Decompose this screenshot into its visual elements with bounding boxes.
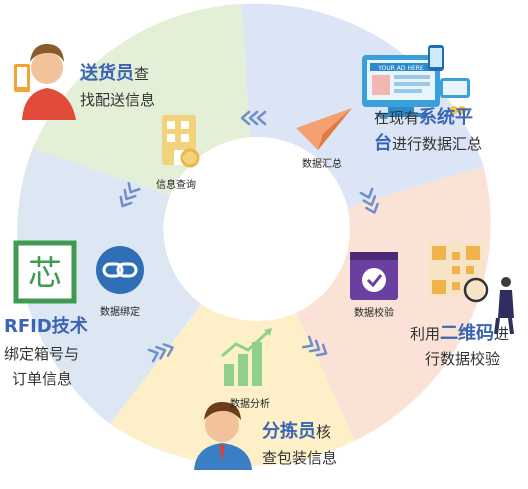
chip-icon: 芯 [13, 240, 77, 304]
link-icon [96, 246, 144, 294]
step-data-summary: 数据汇总 [302, 159, 342, 170]
qr-caption-line2: 行数据校验 [425, 350, 501, 368]
sorter-avatar [194, 402, 252, 470]
arrow-system-to-delivery [240, 110, 267, 126]
sorter-caption-line1: 分拣员核 [262, 421, 331, 443]
step-info-query: 信息查询 [156, 180, 196, 191]
segment-system [241, 3, 484, 209]
qr-line1-a: 利用 [410, 325, 441, 343]
computer-icon: YOUR AD HERE [362, 45, 470, 117]
step-data-bind: 数据绑定 [100, 307, 140, 318]
rfid-caption-line3: 订单信息 [12, 370, 73, 388]
qr-caption-line1: 利用二维码进 [410, 323, 509, 345]
deliveryman-avatar [14, 44, 76, 120]
paper-plane-icon [296, 108, 352, 150]
delivery-highlight: 送货员 [80, 63, 134, 84]
rfid-caption-line2: 绑定箱号与 [4, 345, 80, 363]
system-caption-line2: 台进行数据汇总 [374, 133, 482, 155]
segment-qr [294, 166, 491, 441]
sorter-rest1: 核 [316, 423, 332, 441]
svg-text:芯: 芯 [28, 254, 62, 294]
qr-code-icon [428, 242, 514, 335]
delivery-caption-line2: 找配送信息 [80, 91, 156, 109]
check-window-icon [350, 252, 398, 300]
qr-line1-b: 二维码 [440, 323, 495, 344]
arrow-qr-to-system [359, 187, 379, 214]
system-line1-b: 系统平 [419, 107, 474, 128]
arrow-rfid-to-sorter [147, 343, 174, 363]
step-data-analysis: 数据分析 [230, 399, 270, 410]
rfid-caption-line1: RFID技术 [4, 316, 88, 338]
delivery-rest1: 查 [134, 65, 150, 83]
arrow-chevrons [119, 110, 379, 363]
sorter-highlight: 分拣员 [262, 421, 316, 442]
step-data-check: 数据校验 [354, 308, 394, 319]
svg-text:YOUR AD HERE: YOUR AD HERE [377, 65, 424, 72]
rfid-highlight: RFID技术 [4, 316, 88, 337]
center-hole [166, 137, 350, 321]
system-line2-b: 进行数据汇总 [392, 135, 483, 153]
bar-chart-icon [221, 328, 272, 386]
system-line2-a: 台 [374, 133, 392, 154]
arrow-delivery-to-rfid [119, 181, 141, 208]
qr-line1-c: 进 [494, 325, 510, 343]
building-icon [162, 115, 200, 168]
arrow-sorter-to-qr [301, 335, 328, 357]
sorter-caption-line2: 查包装信息 [262, 449, 338, 467]
delivery-caption-line1: 送货员查 [80, 63, 149, 85]
system-line1-a: 在现有 [374, 109, 420, 127]
system-caption-line1: 在现有系统平 [374, 107, 473, 129]
